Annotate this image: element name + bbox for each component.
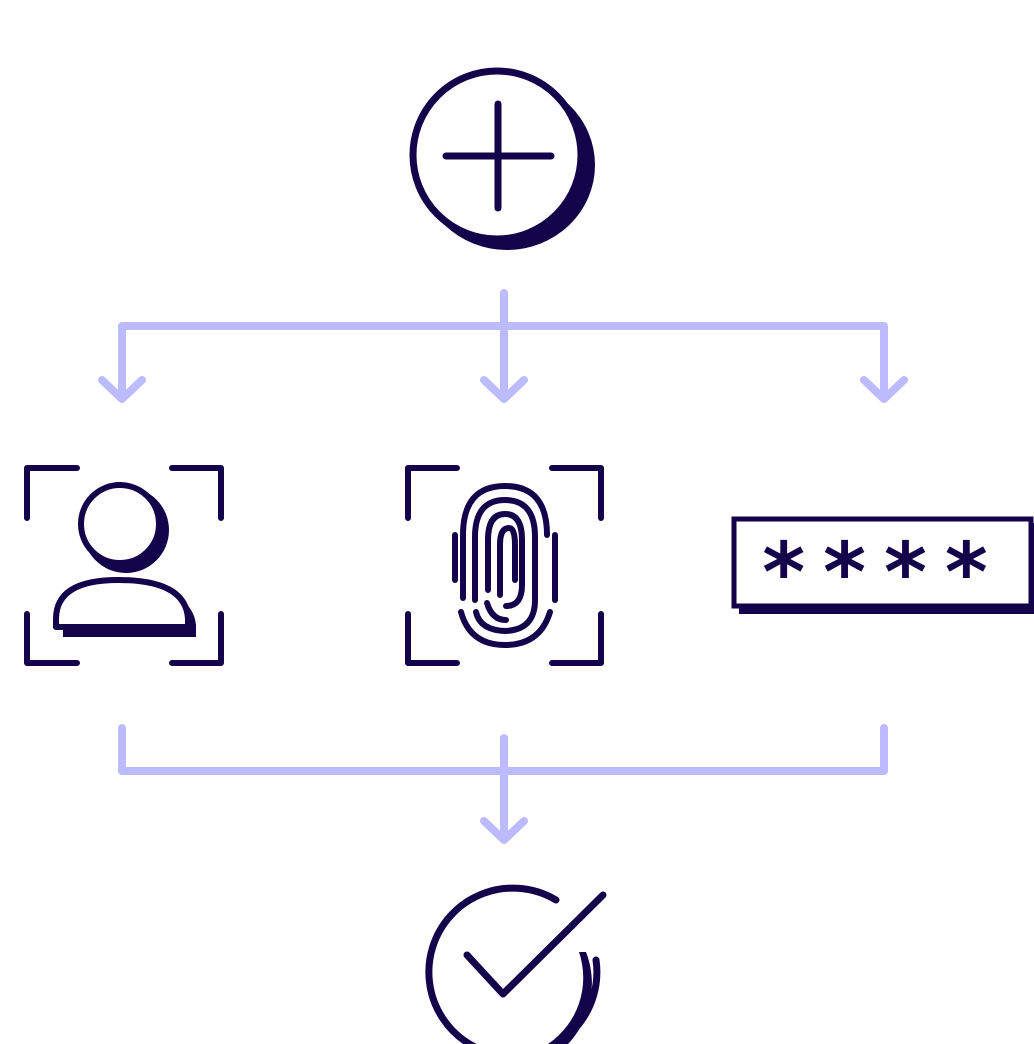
- password-field-icon: ****: [731, 516, 1034, 621]
- plus-circle-icon: [409, 67, 595, 250]
- fingerprint-scan-icon: [405, 465, 604, 666]
- checkmark-circle-icon: [425, 884, 607, 1044]
- merge-connector: [118, 724, 888, 844]
- face-scan-icon: [24, 465, 224, 666]
- password-mask-text: ****: [762, 526, 1006, 621]
- split-connector: [118, 289, 888, 402]
- arrowheads-top: [98, 376, 908, 403]
